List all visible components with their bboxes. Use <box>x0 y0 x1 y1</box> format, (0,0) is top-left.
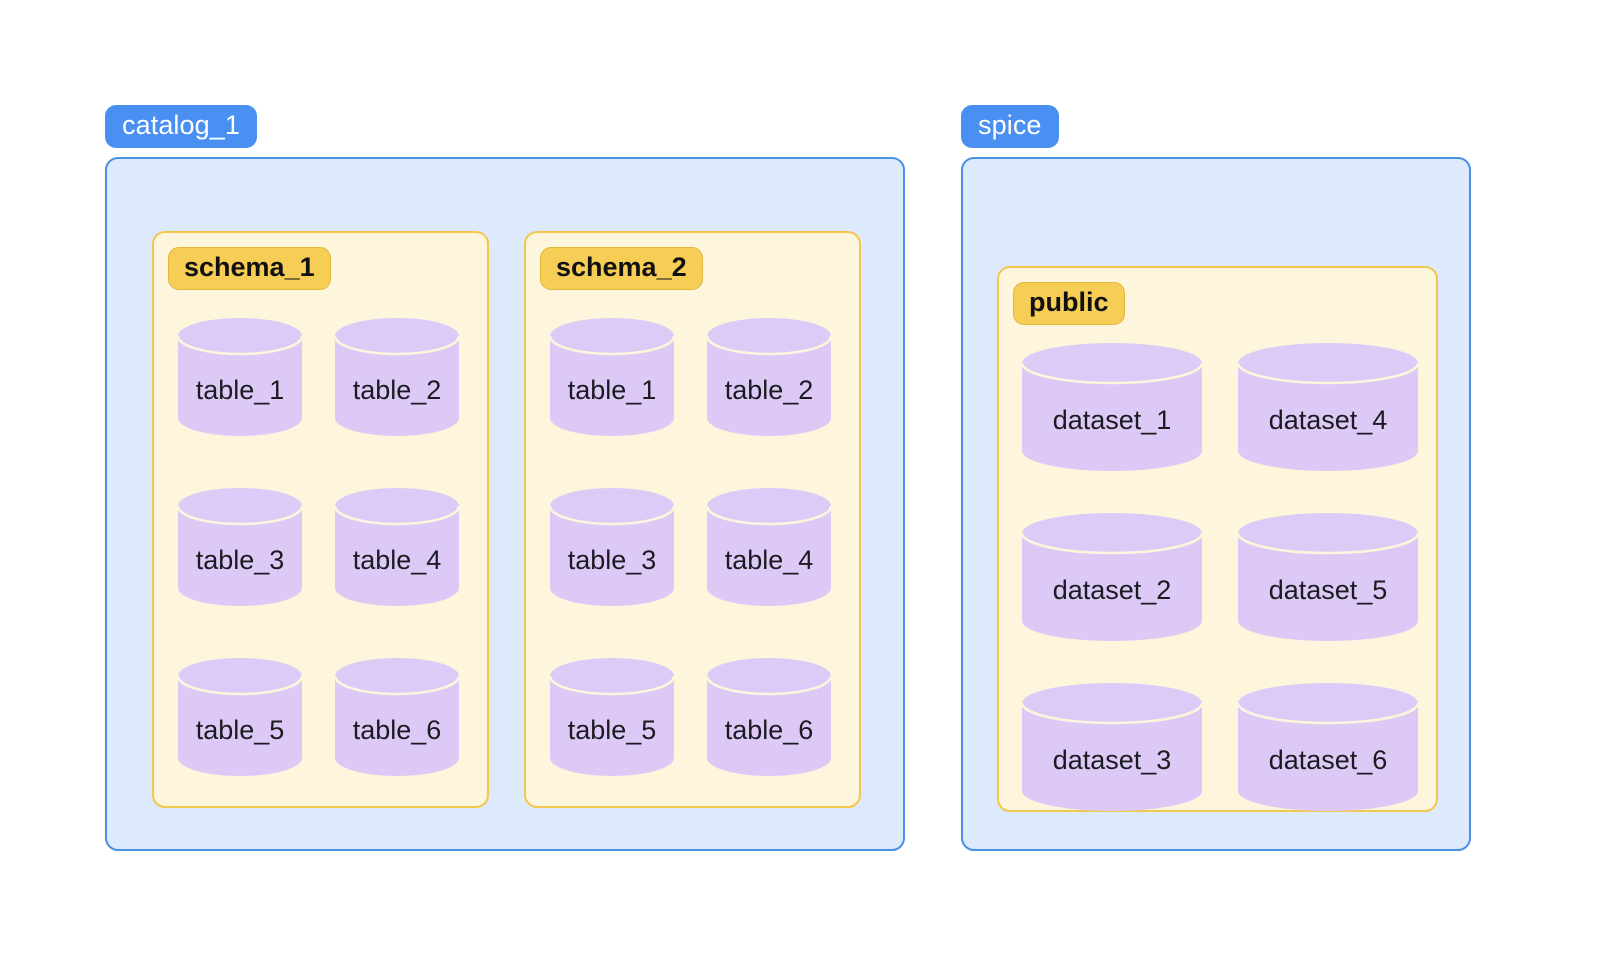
db-object-dataset_6[interactable]: dataset_6 <box>1238 683 1418 811</box>
database-cylinder-icon <box>335 488 459 606</box>
db-object-dataset_4[interactable]: dataset_4 <box>1238 343 1418 471</box>
database-cylinder-icon <box>1022 513 1202 641</box>
db-object-table_3[interactable]: table_3 <box>178 488 302 606</box>
database-cylinder-icon <box>550 318 674 436</box>
database-cylinder-icon <box>335 318 459 436</box>
database-cylinder-icon <box>707 658 831 776</box>
database-cylinder-icon <box>707 318 831 436</box>
db-object-table_6[interactable]: table_6 <box>335 658 459 776</box>
db-object-table_6[interactable]: table_6 <box>707 658 831 776</box>
db-object-table_4[interactable]: table_4 <box>335 488 459 606</box>
db-object-table_3[interactable]: table_3 <box>550 488 674 606</box>
catalog-badge-catalog_1[interactable]: catalog_1 <box>105 105 257 148</box>
database-cylinder-icon <box>1022 343 1202 471</box>
db-object-dataset_2[interactable]: dataset_2 <box>1022 513 1202 641</box>
schema-badge-schema_1[interactable]: schema_1 <box>168 247 331 290</box>
database-cylinder-icon <box>1238 343 1418 471</box>
database-cylinder-icon <box>1022 683 1202 811</box>
db-object-dataset_3[interactable]: dataset_3 <box>1022 683 1202 811</box>
database-cylinder-icon <box>178 658 302 776</box>
db-object-dataset_5[interactable]: dataset_5 <box>1238 513 1418 641</box>
database-cylinder-icon <box>335 658 459 776</box>
database-cylinder-icon <box>550 658 674 776</box>
database-cylinder-icon <box>178 488 302 606</box>
db-object-table_5[interactable]: table_5 <box>178 658 302 776</box>
db-object-table_2[interactable]: table_2 <box>335 318 459 436</box>
db-object-dataset_1[interactable]: dataset_1 <box>1022 343 1202 471</box>
database-cylinder-icon <box>550 488 674 606</box>
db-object-table_5[interactable]: table_5 <box>550 658 674 776</box>
db-object-table_1[interactable]: table_1 <box>550 318 674 436</box>
schema-badge-public[interactable]: public <box>1013 282 1125 325</box>
db-object-table_4[interactable]: table_4 <box>707 488 831 606</box>
schema-badge-schema_2[interactable]: schema_2 <box>540 247 703 290</box>
database-cylinder-icon <box>178 318 302 436</box>
database-cylinder-icon <box>707 488 831 606</box>
database-cylinder-icon <box>1238 513 1418 641</box>
db-object-table_1[interactable]: table_1 <box>178 318 302 436</box>
db-object-table_2[interactable]: table_2 <box>707 318 831 436</box>
database-cylinder-icon <box>1238 683 1418 811</box>
catalog-badge-spice[interactable]: spice <box>961 105 1059 148</box>
